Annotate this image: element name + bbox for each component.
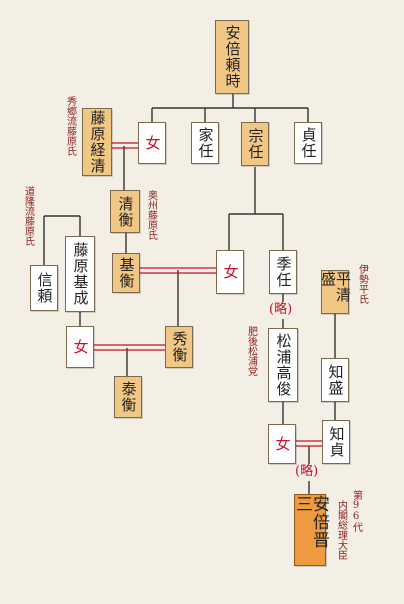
node-abe-yoritoki: 安倍頼時 [215,20,249,94]
node-abe-shinzo: 安倍晋三 [292,494,329,566]
node-motohira: 基衡 [112,253,140,293]
node-tomomori: 知盛 [321,358,349,402]
node-onna-3: 女 [66,326,94,368]
note-oshu-fujiwara: 奥州藤原氏 [145,190,157,240]
note-ise-heishi: 伊勢平氏 [356,264,368,304]
node-suetou: 季任 [269,250,297,294]
node-ietou: 家任 [191,122,219,164]
node-yasuhira: 泰衡 [114,376,142,418]
node-matsura-takatoshi: 松浦高俊 [268,328,298,402]
note-pm-96: 第96代 [350,490,362,532]
node-onna-4: 女 [268,424,296,464]
note-cabinet-pm: 内閣総理大臣 [335,500,347,560]
note-higo-matsura: 肥後松浦党 [245,326,257,376]
node-taira-kiyomori: 平清盛 [319,270,352,314]
node-shinrai: 信頼 [30,265,58,311]
node-tomosada: 知貞 [322,420,350,464]
node-munetou: 宗任 [241,122,269,166]
note-hidesato-fujiwara: 秀郷流藤原氏 [64,96,76,156]
lineage-lines [43,94,336,494]
node-kiyohira: 清衡 [110,190,140,233]
node-sadatou: 貞任 [294,122,322,164]
node-fujiwara-motonari: 藤原基成 [65,236,95,312]
node-hidehira: 秀衡 [165,326,193,368]
omission-mark-1: (略) [268,302,294,317]
omission-mark-2: (略) [294,464,320,479]
node-fujiwara-tsunekiyo: 藤原経清 [82,108,112,176]
marriage-lines [94,142,322,447]
node-onna-2: 女 [216,250,244,294]
note-michitaka-fujiwara: 道隆流藤原氏 [22,186,34,246]
node-onna-1: 女 [138,122,166,164]
